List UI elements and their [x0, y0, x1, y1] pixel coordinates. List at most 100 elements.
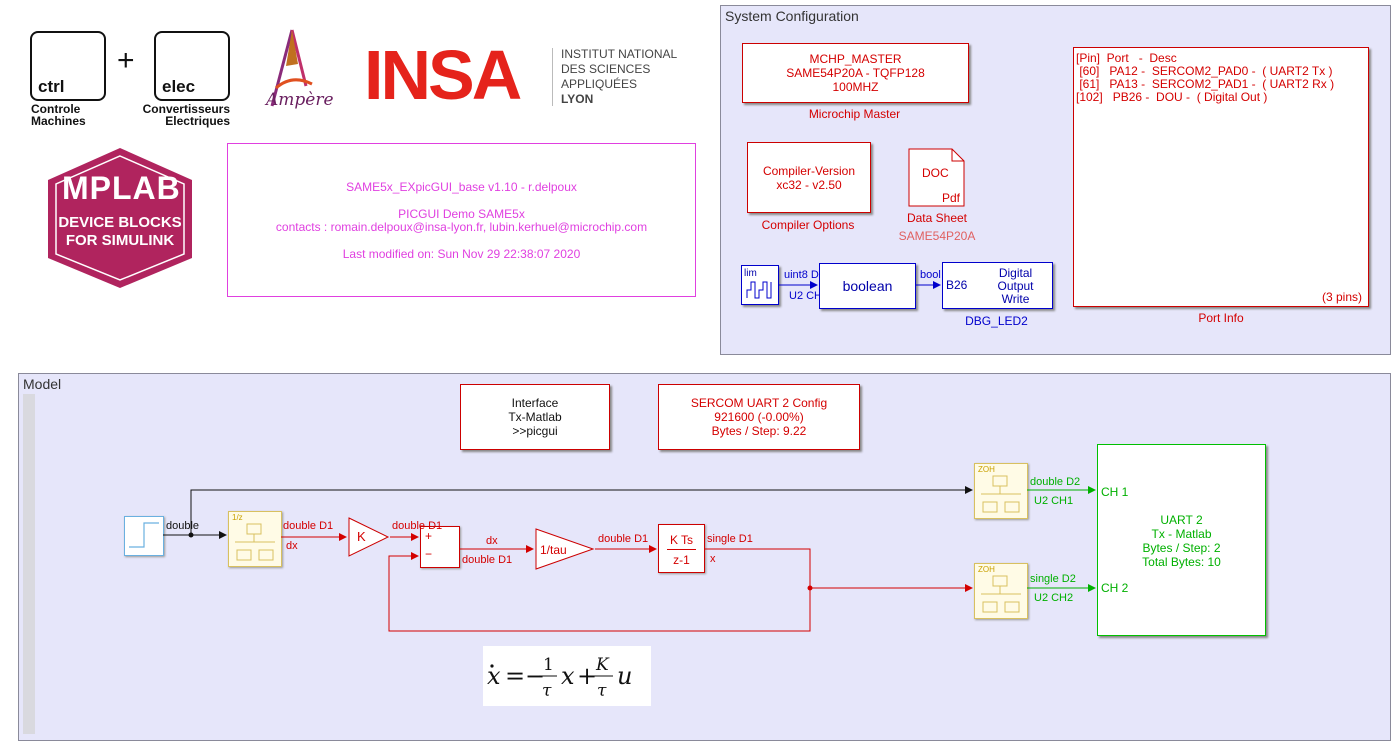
boolean-convert-block[interactable]: boolean	[819, 263, 916, 309]
dout-line2: Output	[997, 279, 1034, 293]
ctrl-caption-1: Controle	[31, 102, 81, 116]
datasheet-pdf-text: Pdf	[942, 191, 961, 205]
zoh-block-2[interactable]: ZOH	[974, 563, 1028, 619]
insa-line4: LYON	[561, 92, 594, 106]
info-demo: PICGUI Demo SAME5x	[398, 207, 525, 221]
port-info-block[interactable]: [Pin] Port - Desc [60] PA12 - SERCOM2_PA…	[1073, 47, 1369, 307]
interface-block[interactable]: Interface Tx-Matlab >>picgui	[460, 384, 610, 450]
sig-single-d1: single D1	[707, 533, 753, 545]
lim-source-block[interactable]: lim	[741, 265, 779, 305]
insa-line2: DES SCIENCES	[561, 62, 651, 76]
zoh2-icon	[981, 575, 1021, 613]
datasheet-doc-text: DOC	[922, 166, 949, 180]
sum-minus: −	[425, 547, 433, 561]
gain-k-block[interactable]	[348, 517, 390, 557]
microchip-master-block[interactable]: MCHP_MASTER SAME54P20A - TQFP128 100MHZ	[742, 43, 969, 103]
sig-double-d1-a: double D1	[283, 520, 334, 532]
sig-double-d1-d: double D1	[598, 533, 649, 545]
sig-u2-ch2: U2 CH2	[1034, 592, 1074, 604]
svg-text:+: +	[577, 662, 597, 690]
dout-line1: Digital	[998, 266, 1033, 280]
ode-equation-graphic: x = − 1 τ x + K τ u	[487, 655, 632, 701]
port-info-row-3: [102] PB26 - DOU - ( Digital Out )	[1076, 90, 1268, 104]
sig-double-d2: double D2	[1030, 476, 1081, 488]
system-config-title: System Configuration	[725, 8, 859, 24]
dout-text: Digital Output Write	[979, 267, 1052, 306]
port-info-count: (3 pins)	[1321, 290, 1362, 304]
insa-line3: APPLIQUÉES	[561, 77, 638, 91]
model-info-annotation[interactable]: SAME5x_EXpicGUI_base v1.10 - r.delpoux P…	[227, 143, 696, 297]
integrator-den: z-1	[673, 553, 690, 567]
sig-u2-ch1-top: U2 CH1	[789, 290, 829, 302]
sig-u2-ch1: U2 CH1	[1034, 495, 1074, 507]
insa-line1: INSTITUT NATIONAL	[561, 47, 678, 61]
mplab-sub1: DEVICE BLOCKS	[58, 214, 182, 231]
plus-sign: +	[117, 44, 135, 77]
compiler-label: Compiler Options	[761, 218, 855, 232]
step-source-block[interactable]	[124, 516, 164, 556]
datasheet-device: SAME54P20A	[898, 229, 976, 243]
svg-text:−: −	[525, 662, 545, 690]
sig-x: x	[710, 553, 716, 565]
zoh-block-1[interactable]: ZOH	[974, 463, 1028, 519]
gain-k-text: K	[357, 529, 366, 544]
staircase-icon	[746, 281, 772, 299]
svg-text:1: 1	[543, 655, 554, 675]
mplab-badge-logo	[48, 148, 192, 288]
mplab-title: MPLAB	[62, 170, 181, 206]
sig-bool: bool	[920, 269, 941, 281]
port-info-label: Port Info	[1198, 311, 1244, 325]
boolean-text: boolean	[842, 277, 893, 294]
sum-plus: +	[425, 529, 433, 543]
master-line1: MCHP_MASTER	[809, 52, 902, 66]
uart-line2: Tx - Matlab	[1151, 527, 1212, 541]
elec-key-text: elec	[162, 77, 196, 96]
elec-caption-1: Convertisseurs	[142, 102, 230, 116]
svg-text:x: x	[487, 662, 501, 690]
dout-line3: Write	[1001, 292, 1030, 306]
unit-delay-text: 1/z	[232, 513, 243, 522]
sercom-line1: SERCOM UART 2 Config	[690, 396, 828, 410]
dbg-led2-label: DBG_LED2	[965, 314, 1028, 328]
compiler-line2: xc32 - v2.50	[776, 177, 842, 192]
unit-delay-block[interactable]: 1/z	[228, 511, 282, 567]
sig-double-d1-b: double D1	[392, 520, 443, 532]
sercom-uart-config-block[interactable]: SERCOM UART 2 Config 921600 (-0.00%) Byt…	[658, 384, 860, 450]
ctrl-key-logo: ctrl	[30, 31, 106, 101]
ampere-logo	[270, 29, 313, 107]
elec-caption: Convertisseurs Electriques	[130, 103, 230, 127]
digital-output-write-block[interactable]: B26 Digital Output Write	[942, 262, 1053, 309]
sum-block[interactable]: + −	[420, 526, 460, 568]
elec-key-logo: elec	[154, 31, 230, 101]
model-equation-image: x = − 1 τ x + K τ u	[483, 646, 651, 706]
zoh1-icon	[981, 475, 1021, 513]
svg-text:=: =	[505, 662, 525, 690]
port-info-row-1: [60] PA12 - SERCOM2_PAD0 - ( UART2 Tx )	[1076, 64, 1333, 78]
insa-subtitle: INSTITUT NATIONAL DES SCIENCES APPLIQUÉE…	[561, 47, 677, 107]
info-contacts: contacts : romain.delpoux@insa-lyon.fr, …	[275, 220, 648, 234]
ampere-text: Ampère	[266, 90, 334, 110]
ctrl-key-text: ctrl	[38, 77, 65, 96]
svg-text:u: u	[617, 662, 632, 690]
integrator-fraction-bar	[667, 549, 696, 550]
gain-tau-text: 1/tau	[540, 543, 567, 557]
discrete-integrator-block[interactable]: K Ts z-1	[658, 524, 705, 573]
port-info-row-2: [61] PA13 - SERCOM2_PAD1 - ( UART2 Rx )	[1076, 77, 1335, 91]
compiler-options-block[interactable]: Compiler-Version xc32 - v2.50	[747, 142, 871, 213]
svg-text:K: K	[595, 655, 610, 675]
step-icon	[129, 522, 159, 548]
svg-text:τ: τ	[542, 681, 552, 701]
interface-line1: Interface	[511, 396, 559, 410]
gain-tau-block[interactable]	[535, 528, 595, 570]
insa-divider	[552, 48, 553, 106]
uart2-tx-block[interactable]: UART 2 Tx - Matlab Bytes / Step: 2 Total…	[1097, 444, 1266, 636]
datasheet-doc-icon[interactable]	[908, 148, 966, 208]
master-label: Microchip Master	[808, 107, 901, 121]
sig-double-d1-c: double D1	[462, 554, 513, 566]
info-last-modified: Last modified on: Sun Nov 29 22:38:07 20…	[342, 247, 581, 261]
elec-caption-2: Electriques	[165, 114, 230, 128]
mplab-sub2: FOR SIMULINK	[65, 232, 175, 249]
master-line3: 100MHZ	[832, 80, 879, 94]
